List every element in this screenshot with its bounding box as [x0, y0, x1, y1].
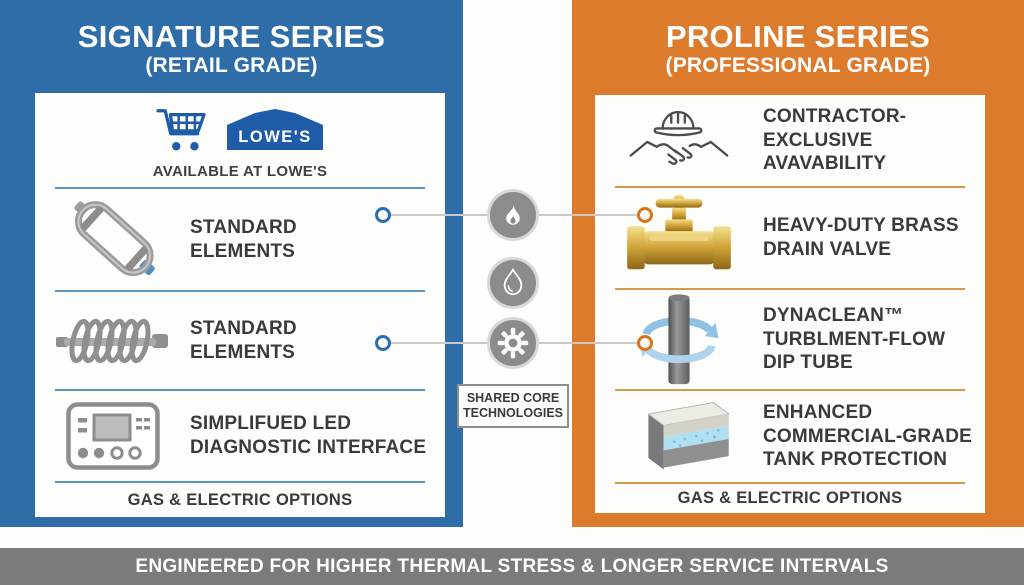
divider: [615, 482, 965, 484]
shared-core-technologies-label: SHARED CORE TECHNOLOGIES: [457, 384, 569, 428]
connector-node-orange-top: [637, 207, 653, 223]
feature-row-standard-elements-2: STANDARD ELEMENTS: [35, 292, 445, 389]
proline-card: CONTRACTOR-EXCLUSIVE AVAVABILITY: [595, 95, 985, 513]
banner-text: ENGINEERED FOR HIGHER THERMAL STRESS & L…: [135, 555, 889, 577]
water-drop-icon: [487, 257, 539, 309]
divider: [615, 186, 965, 188]
feature-row-tank-protection: ENHANCED COMMERCIAL-GRADE TANK PROTECTIO…: [595, 391, 985, 482]
proline-title: PROLINE SERIES: [665, 19, 931, 54]
bottom-banner: ENGINEERED FOR HIGHER THERMAL STRESS & L…: [0, 548, 1024, 585]
feature-label: CONTRACTOR-EXCLUSIVE AVAVABILITY: [763, 105, 907, 175]
feature-label: ENHANCED COMMERCIAL-GRADE TANK PROTECTIO…: [763, 401, 973, 471]
connector-node-blue-top: [375, 207, 391, 223]
divider: [615, 389, 965, 391]
availability-label: AVAILABLE AT LOWE'S: [152, 163, 328, 180]
feature-label: STANDARD ELEMENTS: [190, 216, 297, 262]
divider: [615, 288, 965, 290]
proline-series-panel: PROLINE SERIES (PROFESSIONAL GRADE): [572, 0, 1024, 527]
divider: [55, 389, 425, 391]
signature-card: LOWE'S AVAILABLE AT LOWE'S: [35, 93, 445, 517]
feature-label: DYNACLEAN™ TURBLMENT-FLOW DIP TUBE: [763, 304, 946, 374]
heating-element-icon: [35, 192, 190, 288]
proline-footer: GAS & ELECTRIC OPTIONS: [595, 484, 985, 513]
signature-footer: GAS & ELECTRIC OPTIONS: [35, 483, 445, 517]
feature-row-dip-tube: DYNACLEAN™ TURBLMENT-FLOW DIP TUBE: [595, 290, 985, 389]
shopping-cart-icon: [155, 106, 209, 157]
coil-element-icon: [35, 308, 190, 374]
led-panel-icon: [35, 402, 190, 470]
divider: [55, 187, 425, 189]
divider: [55, 481, 425, 483]
connector-node-orange-bottom: [637, 335, 653, 351]
flame-icon: [487, 189, 539, 241]
divider: [55, 290, 425, 292]
contractor-handshake-icon: [595, 99, 763, 183]
retail-availability-row: LOWE'S AVAILABLE AT LOWE'S: [35, 93, 445, 187]
feature-label: STANDARD ELEMENTS: [190, 317, 297, 363]
signature-series-panel: SIGNATURE SERIES (RETAIL GRADE): [0, 0, 463, 527]
feature-label: HEAVY-DUTY BRASS DRAIN VALVE: [763, 215, 959, 260]
gear-icon: [487, 317, 539, 369]
proline-subtitle: (PROFESSIONAL GRADE): [665, 53, 931, 77]
proline-footer-label: GAS & ELECTRIC OPTIONS: [677, 489, 903, 507]
signature-subtitle: (RETAIL GRADE): [145, 53, 318, 77]
feature-label: SIMPLIFUED LED DIAGNOSTIC INTERFACE: [190, 413, 427, 458]
connector-node-blue-bottom: [375, 335, 391, 351]
lowes-logo: LOWE'S: [225, 106, 325, 157]
feature-row-contractor: CONTRACTOR-EXCLUSIVE AVAVABILITY: [595, 95, 985, 186]
feature-row-led-interface: SIMPLIFUED LED DIAGNOSTIC INTERFACE: [35, 391, 445, 481]
signature-footer-label: GAS & ELECTRIC OPTIONS: [127, 490, 353, 509]
lowes-logo-text: LOWE'S: [238, 128, 311, 146]
dip-tube-icon: [595, 292, 763, 388]
feature-row-drain-valve: HEAVY-DUTY BRASS DRAIN VALVE: [595, 188, 985, 288]
feature-row-standard-elements-1: STANDARD ELEMENTS: [35, 189, 445, 290]
signature-title: SIGNATURE SERIES: [77, 19, 386, 54]
brass-valve-icon: [595, 193, 763, 283]
tank-protection-icon: [595, 393, 763, 481]
